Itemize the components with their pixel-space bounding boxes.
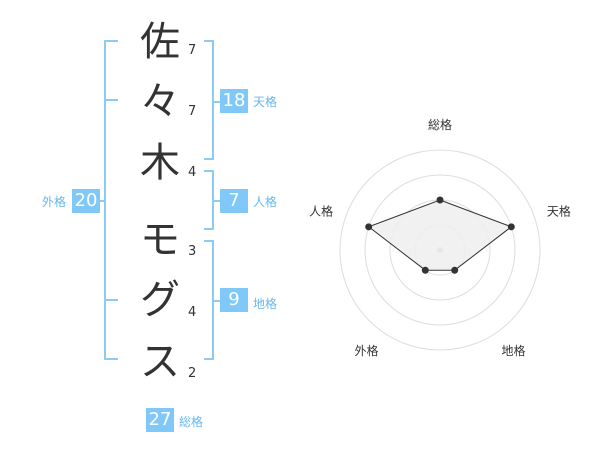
stroke-count-3: 4 [188,165,197,180]
chikaku-label: 地格 [253,297,278,311]
radar-point-5 [365,223,373,231]
soukaku-value-box: 27 [146,408,174,432]
radar-axis-label-3: 地格 [501,343,525,358]
tenkaku-bracket-connector [212,101,222,103]
stroke-count-1: 7 [188,43,197,58]
tenkaku-value-box: 18 [220,89,248,113]
radar-axis-label-1: 総格 [428,117,452,132]
name-char-5: グ [140,277,180,323]
stroke-count-6: 2 [188,366,197,381]
tenkaku-bracket-vertical [212,40,214,160]
radar-point-4 [421,266,429,274]
gaikaku-bracket-bottom [104,358,118,360]
radar-axis-label-4: 外格 [354,343,378,358]
gaikaku-bracket-tick-1 [104,99,118,101]
tenkaku-label: 天格 [253,95,278,109]
soukaku-label: 総格 [179,415,204,429]
tenkaku-bracket-bottom [204,158,214,160]
gaikaku-bracket-top [104,40,118,42]
stroke-count-4: 3 [188,244,197,259]
name-char-3: 木 [140,140,180,186]
chikaku-bracket-top [204,240,214,242]
radar-point-1 [436,196,444,204]
radar-axis-label-5: 人格 [309,203,333,218]
name-char-2: 々 [140,79,180,125]
name-char-6: ス [140,339,180,385]
gaikaku-label: 外格 [42,195,67,209]
stroke-count-2: 7 [188,104,197,119]
jinkaku-value-box: 7 [220,189,248,213]
radar-ring-4 [339,149,541,351]
jinkaku-bracket-connector [212,200,222,202]
name-char-4: モ [140,217,180,263]
gaikaku-bracket-connector [98,200,105,202]
gaikaku-value-box: 20 [72,189,100,213]
gaikaku-bracket-vertical [104,40,106,360]
radar-ring-3 [364,174,516,326]
radar-point-2 [507,223,515,231]
gaikaku-bracket-tick-2 [104,299,118,301]
tenkaku-bracket-top [204,40,214,42]
name-char-1: 佐 [140,19,180,65]
jinkaku-bracket-top [204,170,214,172]
chikaku-bracket-bottom [204,358,214,360]
jinkaku-label: 人格 [253,195,278,209]
radar-polygon [367,199,513,271]
radar-point-3 [451,266,459,274]
radar-shape [365,196,515,274]
chikaku-bracket-connector [212,300,222,302]
jinkaku-bracket-bottom [204,228,214,230]
stroke-count-5: 4 [188,305,197,320]
radar-axis-label-2: 天格 [547,203,571,218]
chikaku-value-box: 9 [220,288,248,312]
